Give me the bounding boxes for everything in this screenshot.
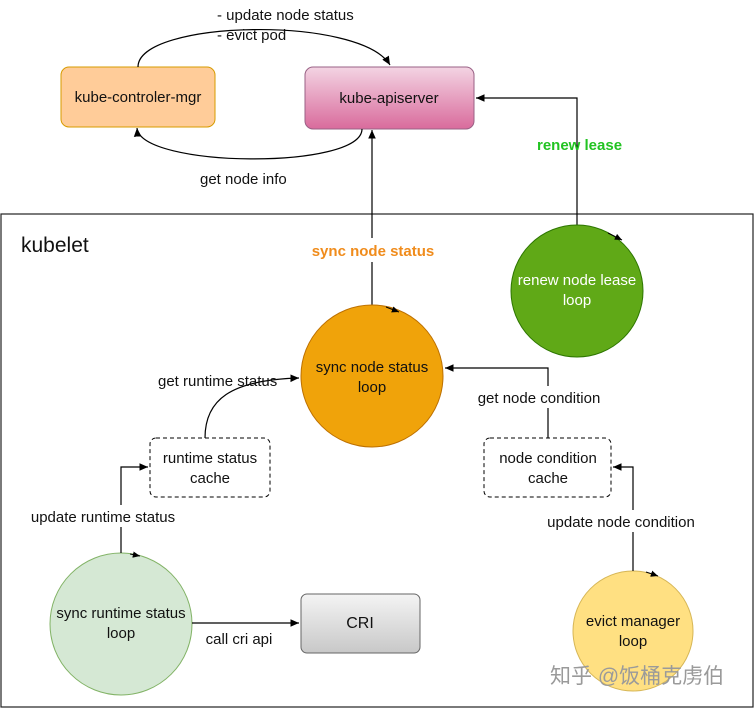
apiserver-label: kube-apiserver — [339, 90, 438, 107]
runtime-cache-line1: runtime status — [163, 450, 257, 467]
renew-lease-edge — [476, 94, 578, 226]
sync-runtime-status-loop[interactable]: sync runtime status loop — [49, 551, 193, 696]
kubelet-title: kubelet — [21, 234, 89, 257]
evict-loop-arrow — [645, 570, 659, 577]
get-runtime-status-label: get runtime status — [158, 373, 277, 390]
renew-loop-line1: renew node lease — [518, 272, 636, 289]
watermark: 知乎 @饭桶克虏伯 — [550, 665, 724, 688]
kubelet-boundary — [0, 213, 754, 708]
evict-loop-line1: evict manager — [586, 613, 680, 630]
sync-loop-line1: sync node status — [316, 359, 429, 376]
update-node-condition-label: update node condition — [547, 514, 695, 531]
sync-loop-line2: loop — [358, 379, 386, 396]
cri-node[interactable]: CRI — [300, 593, 421, 654]
node-condition-cache-line1: node condition — [499, 450, 597, 467]
get-node-condition-label: get node condition — [478, 390, 601, 407]
sync-node-status-label: sync node status — [312, 243, 435, 260]
runtime-status-cache[interactable]: runtime status cache — [149, 437, 271, 498]
update-runtime-status-label: update runtime status — [31, 509, 175, 526]
get-node-info-label: get node info — [200, 171, 287, 188]
sync-runtime-line2: loop — [107, 625, 135, 642]
renew-node-lease-loop[interactable]: renew node lease loop — [510, 224, 644, 358]
controller-manager-label: kube-controler-mgr — [75, 89, 202, 106]
get-runtime-status-edge — [204, 374, 300, 439]
sync-node-status-loop[interactable]: sync node status loop — [300, 304, 444, 448]
node-condition-cache[interactable]: node condition cache — [483, 437, 612, 498]
update-node-status-label: - update node status — [217, 7, 354, 24]
renew-loop-line2: loop — [563, 292, 591, 309]
update-node-condition-edge — [613, 463, 634, 571]
evict-loop-line2: loop — [619, 633, 647, 650]
get-node-info-edge — [133, 127, 363, 160]
controller-manager-node[interactable]: kube-controler-mgr — [60, 66, 216, 128]
update-evict-edge — [137, 28, 391, 68]
renew-loop-arrow — [607, 232, 623, 241]
cri-label: CRI — [346, 615, 374, 632]
runtime-cache-line2: cache — [190, 470, 230, 487]
call-cri-api-label: call cri api — [206, 631, 273, 648]
sync-runtime-line1: sync runtime status — [56, 605, 185, 622]
evict-manager-loop[interactable]: evict manager loop — [572, 570, 694, 692]
evict-pod-label: - evict pod — [217, 27, 286, 44]
renew-lease-label: renew lease — [537, 137, 622, 154]
sync-loop-arrow — [385, 306, 400, 313]
apiserver-node[interactable]: kube-apiserver — [304, 66, 475, 130]
node-condition-cache-line2: cache — [528, 470, 568, 487]
get-node-condition-edge — [445, 364, 549, 438]
sync-runtime-loop-arrow — [129, 551, 141, 558]
